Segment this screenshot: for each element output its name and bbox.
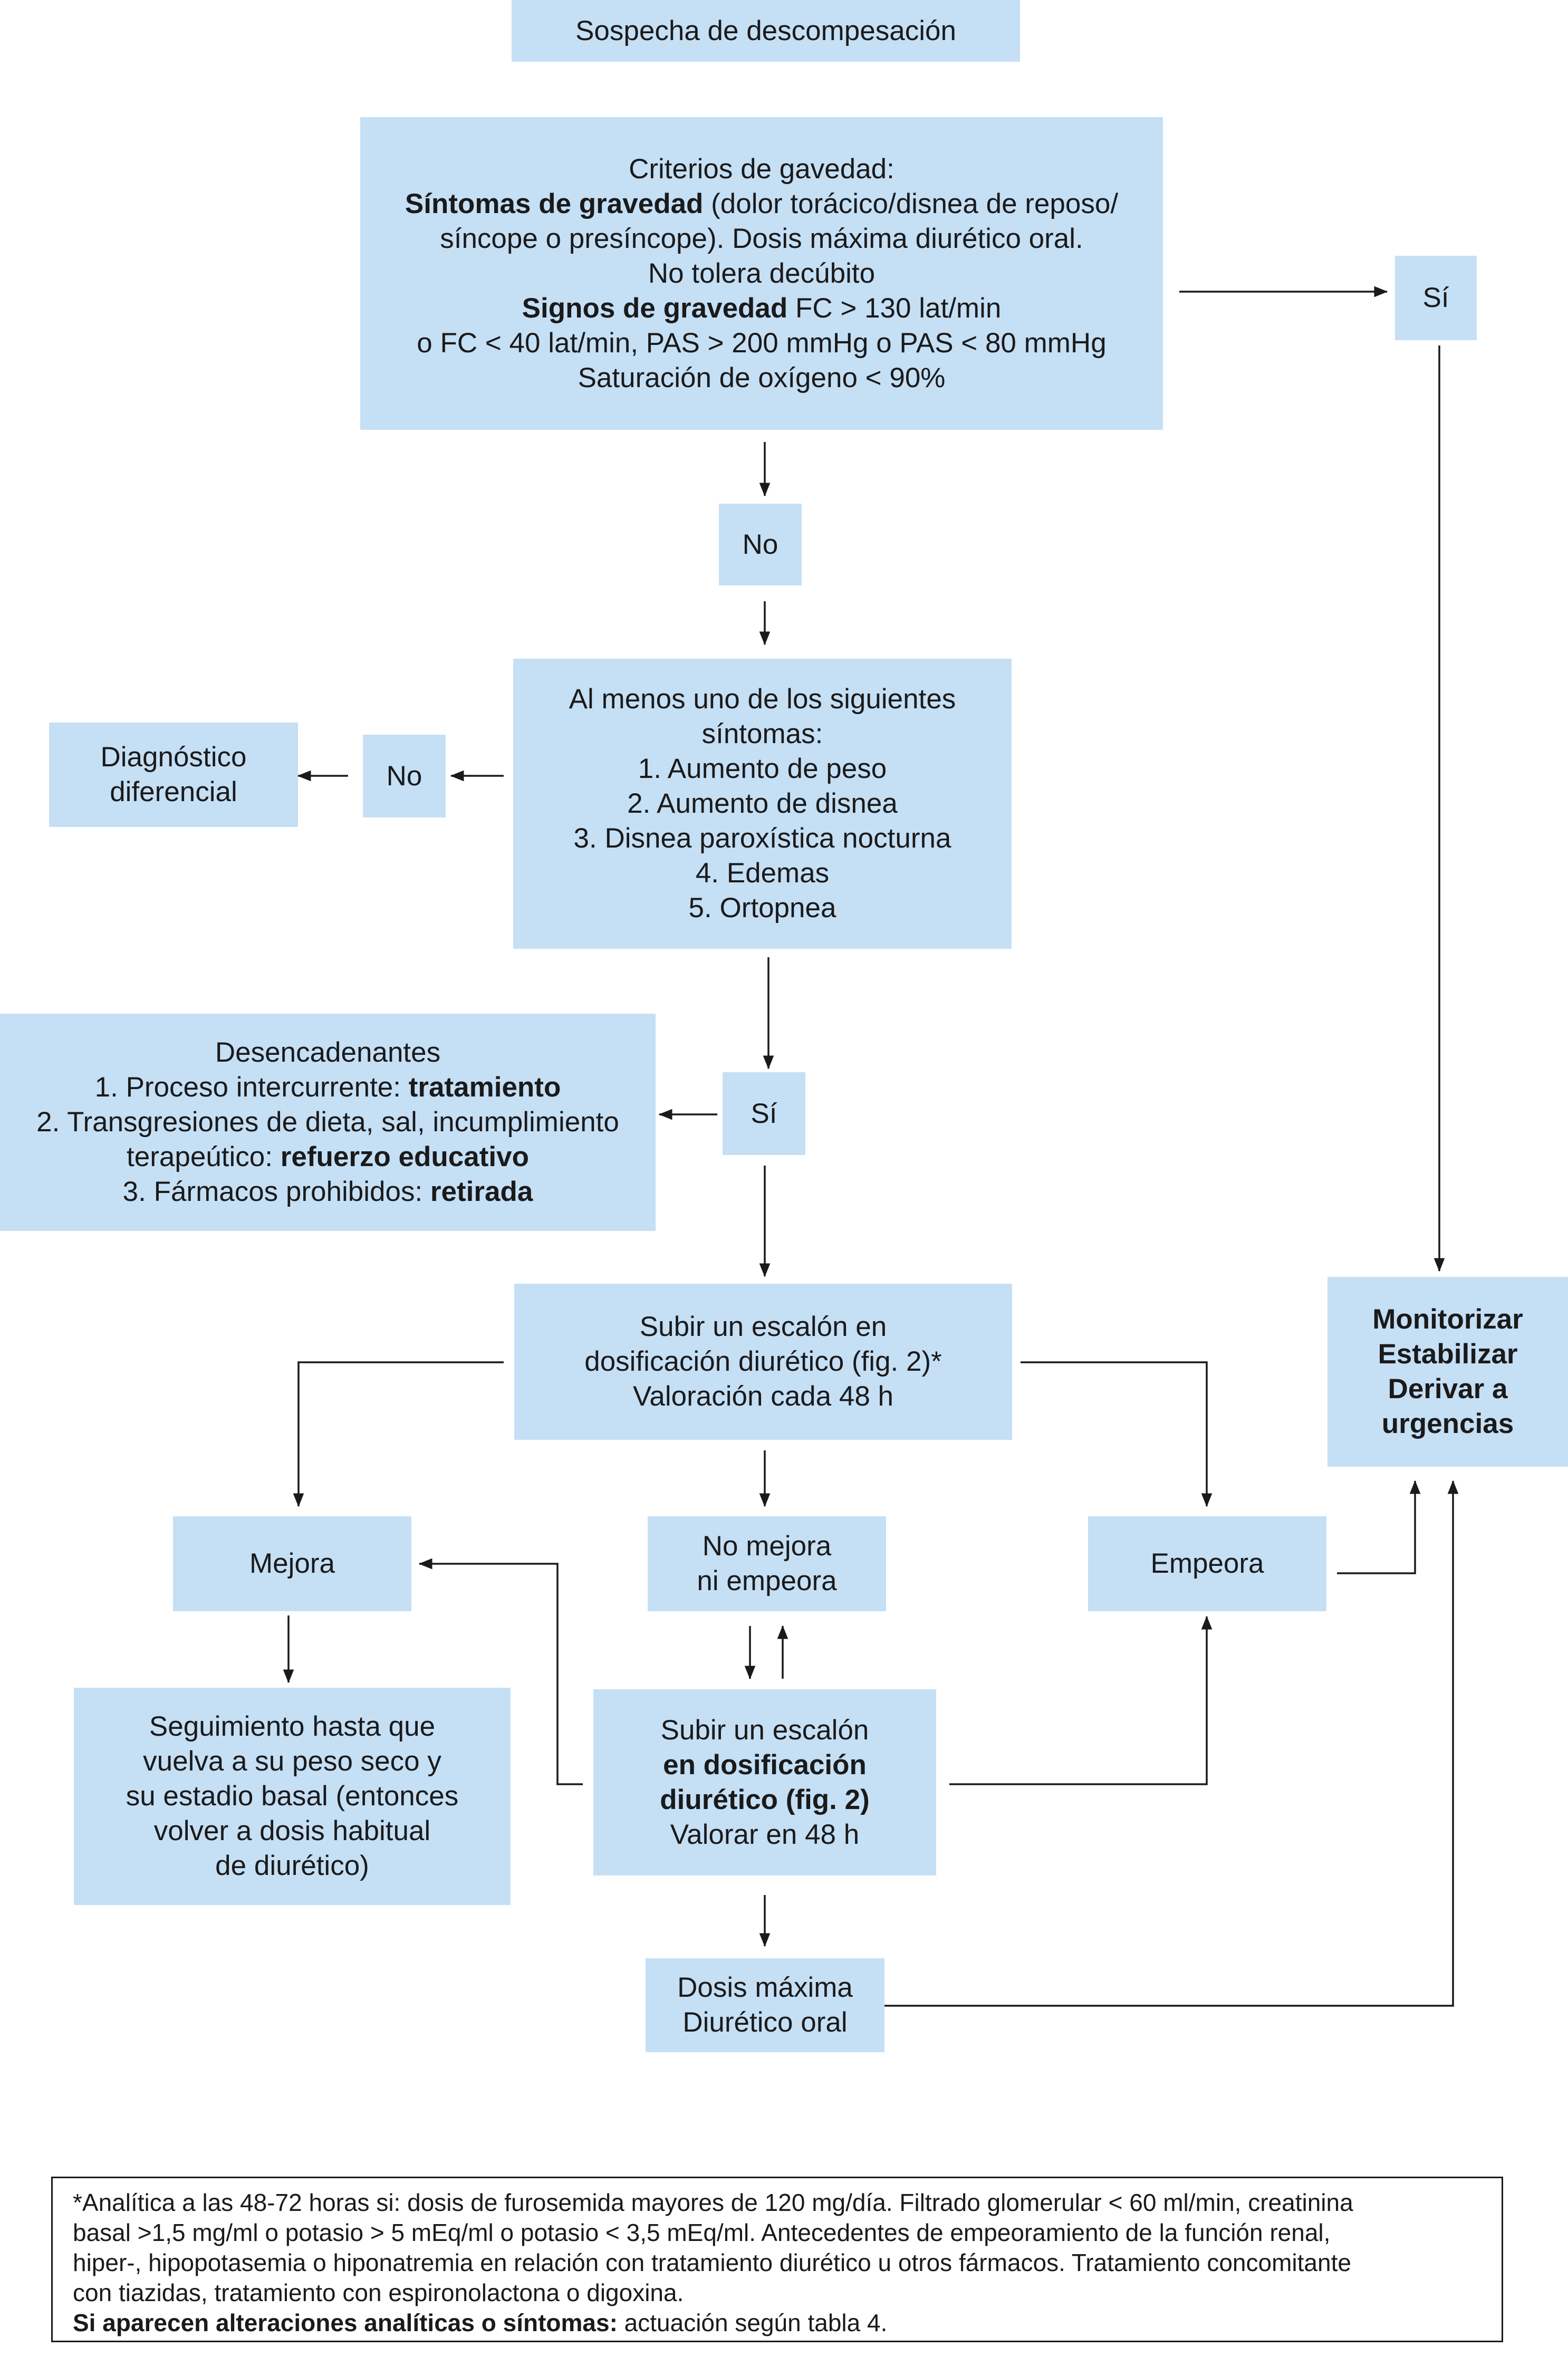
node-no-2-text: No [386,760,422,792]
footnote-line-2: basal >1,5 mg/ml o potasio > 5 mEq/ml o … [73,2219,1331,2246]
triggers-line-5: 3. Fármacos prohibidos: retirada [123,1175,533,1209]
node-si-top: Sí [1395,256,1477,340]
node-sospecha-text: Sospecha de descompesación [575,15,956,46]
node-no-mejora: No mejora ni empeora [648,1516,886,1611]
symptoms-line-5: 3. Disnea paroxística nocturna [573,823,951,854]
footnote-line-5: Si aparecen alteraciones analíticas o sí… [73,2308,1482,2338]
monitor-line-3: Derivar a [1388,1373,1508,1404]
arrow-step2-to-empeora [949,1615,1213,1785]
node-no-2: No [363,735,446,817]
seguimiento-line-3: su estadio basal (entonces [126,1781,459,1812]
node-empeora-text: Empeora [1150,1548,1264,1579]
arrow-step2-to-mejora [418,1558,583,1785]
triggers-line-4-text: terapeútico: [127,1141,281,1172]
symptoms-line-2: síntomas: [701,718,823,749]
node-si-mid-text: Sí [751,1098,777,1129]
node-mejora: Mejora [173,1516,411,1611]
node-diagnostico-diferencial: Diagnóstico diferencial [49,723,298,827]
symptoms-line-7: 5. Ortopnea [688,892,836,923]
symptoms-line-3: 1. Aumento de peso [638,753,887,784]
node-si-top-text: Sí [1422,282,1449,313]
dosis-line-1: Dosis máxima [677,1972,853,2003]
triggers-line-2-bold: tratamiento [408,1072,561,1103]
node-dosis-maxima: Dosis máxima Diurético oral [646,1958,884,2052]
arrow-dosis-to-monitor [883,1480,1459,2007]
criteria-sintomas-bold: Síntomas de gravedad [405,188,704,219]
criteria-line-2: Síntomas de gravedad (dolor torácico/dis… [405,187,1118,222]
step2-line-1: Subir un escalón [660,1714,869,1746]
criteria-line-5: Signos de gravedad FC > 130 lat/min [522,291,1002,326]
node-sintomas: Al menos uno de los siguientes síntomas:… [513,659,1012,949]
arrow-empeora-to-monitor [1337,1480,1421,1574]
monitor-line-2: Estabilizar [1378,1339,1518,1370]
triggers-line-3: 2. Transgresiones de dieta, sal, incumpl… [36,1107,619,1138]
nomejora-line-1: No mejora [702,1531,832,1562]
criteria-line-6: o FC < 40 lat/min, PAS > 200 mmHg o PAS … [417,327,1107,359]
criteria-line-1: Criterios de gavedad: [629,153,894,185]
triggers-line-1: Desencadenantes [215,1037,441,1068]
monitor-line-1: Monitorizar [1372,1304,1523,1335]
nomejora-line-2: ni empeora [697,1565,837,1596]
step2-line-3: diurético (fig. 2) [660,1784,870,1815]
seguimiento-line-2: vuelva a su peso seco y [143,1746,441,1777]
node-subir-escalon-1: Subir un escalón en dosificación diuréti… [514,1284,1012,1440]
diag-line-2: diferencial [110,776,237,807]
criteria-line-7: Saturación de oxígeno < 90% [578,362,946,393]
footnote-line-4: con tiazidas, tratamiento con espironola… [73,2279,684,2306]
node-mejora-text: Mejora [249,1548,335,1579]
triggers-line-4: terapeútico: refuerzo educativo [127,1140,529,1175]
node-si-mid: Sí [723,1072,805,1155]
node-criterios-gravedad: Criterios de gavedad: Síntomas de graved… [360,117,1163,430]
node-seguimiento: Seguimiento hasta que vuelva a su peso s… [74,1688,511,1905]
arrow-step1-to-mejora [293,1361,504,1507]
arrow-step1-to-empeora [1021,1361,1213,1507]
footnote-line-1: *Analítica a las 48-72 horas si: dosis d… [73,2189,1353,2216]
step1-line-3: Valoración cada 48 h [632,1381,894,1412]
dosis-line-2: Diurético oral [682,2007,848,2038]
node-no-1: No [719,504,802,585]
footnote-line-5-rest: actuación según tabla 4. [617,2309,888,2336]
criteria-signos-bold: Signos de gravedad [522,292,788,324]
criteria-line-3: síncope o presíncope). Dosis máxima diur… [440,223,1083,254]
step1-line-2: dosificación diurético (fig. 2)* [584,1346,942,1377]
node-empeora: Empeora [1088,1516,1326,1611]
step2-line-2: en dosificación [663,1749,867,1781]
node-desencadenantes: Desencadenantes 1. Proceso intercurrente… [0,1014,656,1231]
node-subir-escalon-2: Subir un escalón en dosificación diuréti… [593,1689,936,1875]
triggers-line-5-bold: retirada [430,1176,533,1207]
triggers-line-2-text: 1. Proceso intercurrente: [94,1072,409,1103]
footnote-line-5-bold: Si aparecen alteraciones analíticas o sí… [73,2309,618,2336]
seguimiento-line-4: volver a dosis habitual [153,1815,431,1846]
criteria-line-5-rest: FC > 130 lat/min [787,292,1002,324]
triggers-line-5-text: 3. Fármacos prohibidos: [122,1176,430,1207]
criteria-line-2-rest: (dolor torácico/disnea de reposo/ [703,188,1119,219]
criteria-line-4: No tolera decúbito [648,257,876,289]
node-no-1-text: No [742,528,778,560]
step1-line-1: Subir un escalón en [639,1311,887,1342]
seguimiento-line-5: de diurético) [215,1850,369,1881]
node-sospecha: Sospecha de descompesación [512,0,1020,62]
step2-line-4: Valorar en 48 h [670,1819,860,1850]
diag-line-1: Diagnóstico [100,742,247,773]
triggers-line-2: 1. Proceso intercurrente: tratamiento [95,1070,561,1105]
footnote-line-3: hiper-, hipopotasemia o hiponatremia en … [73,2249,1351,2276]
symptoms-line-6: 4. Edemas [695,858,830,889]
monitor-line-4: urgencias [1381,1408,1514,1439]
node-monitorizar: Monitorizar Estabilizar Derivar a urgenc… [1327,1277,1568,1467]
triggers-line-4-bold: refuerzo educativo [280,1141,529,1172]
symptoms-line-4: 2. Aumento de disnea [627,788,898,819]
symptoms-line-1: Al menos uno de los siguientes [569,684,956,715]
seguimiento-line-1: Seguimiento hasta que [149,1711,436,1742]
footnote-box: *Analítica a las 48-72 horas si: dosis d… [51,2177,1503,2342]
